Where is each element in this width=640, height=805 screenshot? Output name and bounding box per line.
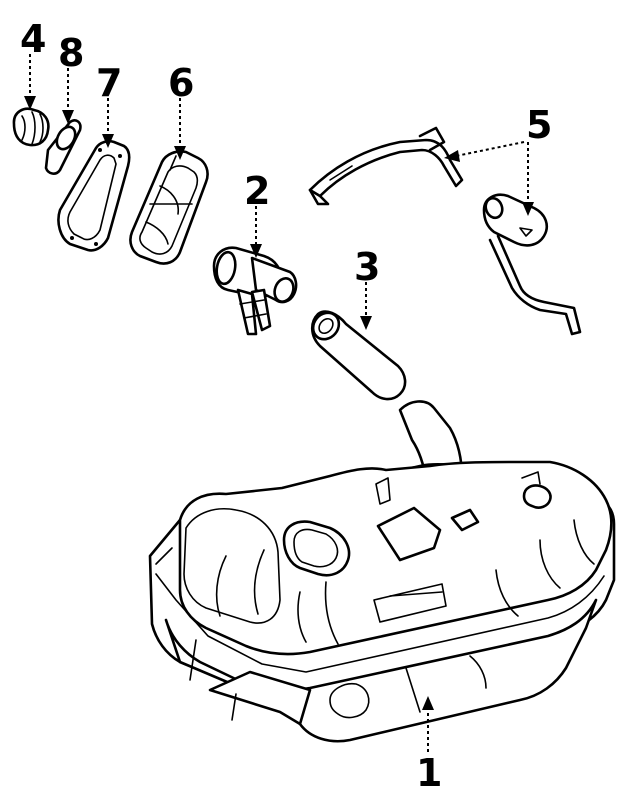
callout-5: 5: [526, 103, 552, 147]
callout-1: 1: [416, 751, 442, 795]
callout-labels: 4 8 7 6 2 3 5 1: [20, 17, 552, 795]
part-1-fuel-tank: [148, 400, 616, 743]
part-2-filler-neck: [212, 246, 298, 336]
part-5-strap-lower: [482, 193, 582, 336]
part-5-strap-upper: [308, 126, 464, 206]
callout-3: 3: [354, 245, 380, 289]
callout-2: 2: [244, 169, 270, 213]
part-3-filler-hose: [310, 310, 407, 401]
callout-6: 6: [168, 61, 194, 105]
callout-8: 8: [58, 31, 84, 75]
callout-4: 4: [20, 17, 46, 61]
part-7-gasket: [57, 139, 131, 252]
part-6-pump-cover: [129, 150, 209, 265]
callout-7: 7: [96, 61, 122, 105]
leader-lines: [24, 54, 534, 752]
part-4-cap: [12, 107, 50, 147]
part-8-seal: [44, 119, 82, 175]
